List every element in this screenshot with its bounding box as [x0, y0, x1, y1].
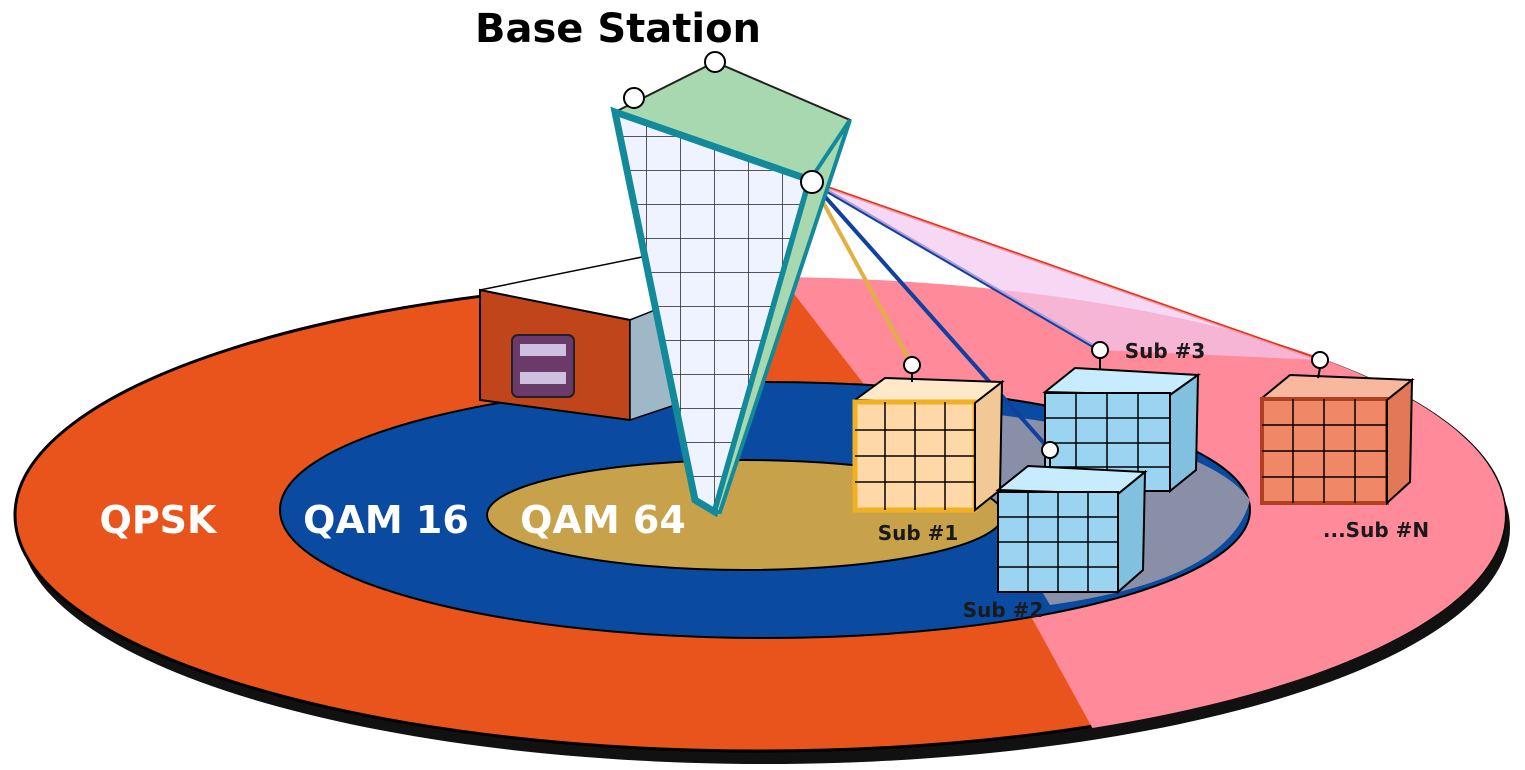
subN-top — [1259, 373, 1415, 402]
sub3-label: Sub #3 — [1125, 339, 1206, 363]
subN-label: ...Sub #N — [1323, 518, 1429, 542]
subscriber-sub2 — [995, 441, 1148, 595]
sub2-side — [1117, 469, 1147, 595]
sub3-antenna — [1091, 341, 1109, 359]
zone-label-qam64: QAM 64 — [520, 498, 686, 542]
tower-side — [712, 118, 852, 514]
subscriber-sub1 — [852, 356, 1005, 513]
base-station-tower — [610, 51, 852, 518]
antenna-left — [623, 87, 645, 109]
subN-side — [1386, 377, 1414, 506]
antenna-top — [704, 51, 726, 73]
subN-antenna — [1311, 351, 1329, 369]
antenna-right — [800, 170, 824, 194]
link-sub2 — [810, 180, 1052, 452]
sub2-label: Sub #2 — [963, 598, 1044, 622]
diagram-title: Base Station — [475, 6, 761, 52]
zone-label-qpsk: QPSK — [100, 498, 219, 542]
radio-links — [810, 180, 1321, 452]
link-pink-fan — [812, 182, 1320, 360]
equipment-rack — [511, 334, 575, 398]
sub1-antenna — [903, 356, 921, 374]
sub1-label: Sub #1 — [878, 521, 959, 545]
zone-label-qam16: QAM 16 — [303, 498, 469, 542]
sub2-antenna — [1041, 441, 1059, 459]
subscriber-subN — [1259, 351, 1415, 506]
sub3-side — [1169, 373, 1200, 494]
link-sub1 — [810, 181, 914, 366]
